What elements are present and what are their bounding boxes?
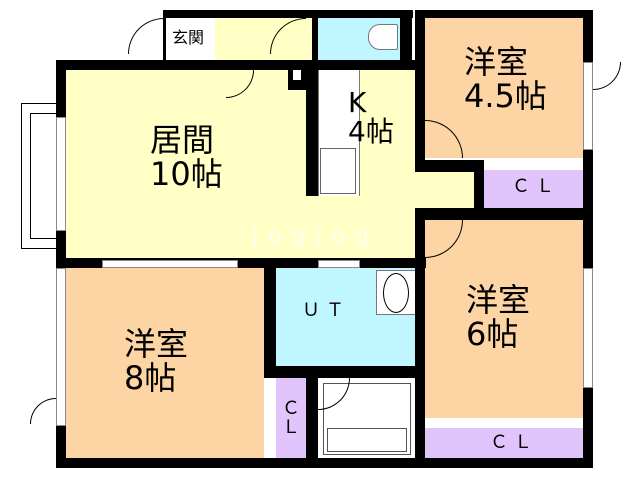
window-ut <box>318 260 360 268</box>
wall <box>415 160 483 172</box>
wall <box>415 208 425 458</box>
living-label: 居間 10帖 <box>150 121 223 193</box>
wall <box>163 10 413 18</box>
closet-bottom-left-label: Ｃ Ｌ <box>282 398 300 438</box>
wall <box>264 366 424 378</box>
western-room-6 <box>425 220 583 420</box>
western-room-8 <box>66 268 264 458</box>
wall <box>56 258 426 268</box>
wall <box>583 10 593 468</box>
window-west-living <box>56 117 66 231</box>
wall <box>415 208 593 220</box>
wall <box>56 60 418 70</box>
window-east-6 <box>583 268 593 388</box>
west-door-8[interactable] <box>30 398 56 424</box>
wall <box>415 10 425 170</box>
kitchen-extension <box>418 172 474 212</box>
window-east-45 <box>583 62 593 150</box>
genkan-label: 玄関 <box>172 28 205 47</box>
wall <box>306 366 318 458</box>
wall <box>163 10 166 62</box>
toilet-bowl <box>368 24 398 50</box>
east-door[interactable] <box>593 62 621 90</box>
wall <box>415 10 593 18</box>
balcony <box>21 103 56 249</box>
western-room-6-label: 洋室 6帖 <box>466 281 531 353</box>
kitchen-label: K 4帖 <box>348 86 394 149</box>
watermark: jogjog <box>252 224 380 249</box>
closet-bottom-left <box>276 378 306 458</box>
ut-label: ＵＴ <box>302 300 350 321</box>
wall <box>474 160 484 218</box>
wall <box>400 10 412 70</box>
wall <box>264 258 276 378</box>
balcony-inner <box>30 113 56 239</box>
western-room-8-label: 洋室 8帖 <box>124 325 189 397</box>
washbasin-bowl <box>383 273 409 313</box>
closet-bottom-right <box>425 428 583 461</box>
closet-bottom-right-label: ＣＬ <box>490 432 538 453</box>
genkan-area <box>165 18 215 62</box>
wall <box>306 68 318 196</box>
wall <box>56 458 590 468</box>
entrance-door[interactable] <box>128 18 164 54</box>
closet-top-strip <box>483 160 583 170</box>
bathtub-outline <box>323 383 411 455</box>
sink <box>320 148 356 194</box>
western-room-4-5-label: 洋室 4.5帖 <box>464 43 547 115</box>
closet-top-label: ＣＬ <box>512 176 560 197</box>
window-west-8 <box>56 268 66 426</box>
window-living-8 <box>102 260 238 268</box>
closet-bottom-right-strip <box>425 418 583 428</box>
closet-top <box>483 170 583 208</box>
closet-bottom-left-strip <box>264 378 276 458</box>
bathtub <box>327 428 407 452</box>
wall <box>312 18 318 62</box>
pillar-inner <box>293 70 301 80</box>
